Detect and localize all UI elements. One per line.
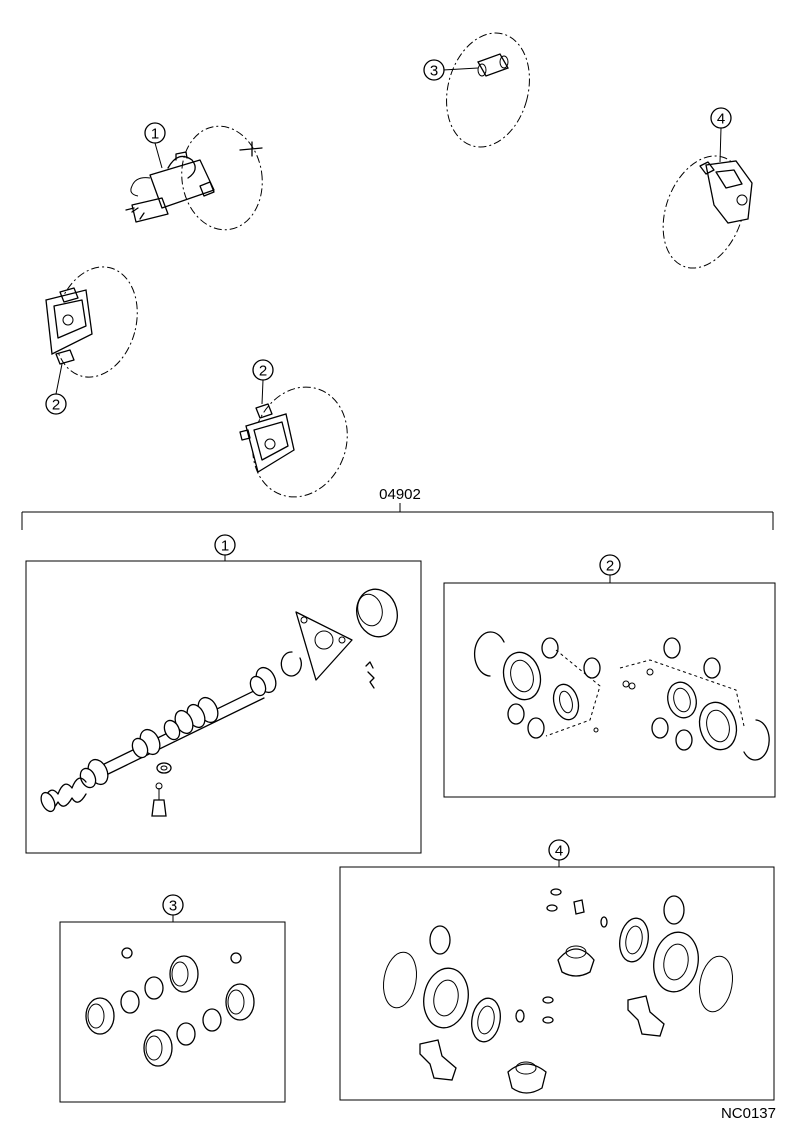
callout-3-kit: 3 [162, 894, 184, 916]
callout-3-top: 3 [423, 59, 445, 81]
svg-text:1: 1 [151, 126, 159, 143]
svg-text:3: 3 [430, 63, 438, 80]
callout-1-top: 1 [144, 122, 166, 144]
kit-2-parts [473, 631, 770, 761]
svg-text:1: 1 [221, 538, 229, 555]
kit-2-box [443, 575, 776, 798]
svg-text:2: 2 [259, 363, 267, 380]
front-caliper-center-assembly [239, 379, 348, 498]
svg-text:4: 4 [717, 111, 725, 128]
kit-1-parts [40, 588, 398, 817]
kit-3-parts [85, 947, 255, 1067]
assembly-code-label: 04902 [379, 486, 421, 503]
kit-4-box [339, 860, 775, 1101]
front-caliper-left-assembly [45, 266, 138, 395]
kit-3-box [59, 915, 286, 1103]
callout-1-kit: 1 [214, 534, 236, 556]
rear-caliper-assembly [662, 127, 753, 269]
kit-1-box [25, 555, 422, 854]
svg-text:4: 4 [555, 843, 563, 860]
svg-text:2: 2 [52, 397, 60, 414]
master-cylinder-assembly [125, 125, 263, 231]
callout-2-kit: 2 [599, 554, 621, 576]
svg-text:2: 2 [606, 558, 614, 575]
drawing-code-label: NC0137 [721, 1105, 776, 1122]
callout-4-top: 4 [710, 107, 732, 129]
kit-4-parts [383, 888, 733, 1094]
svg-text:3: 3 [169, 898, 177, 915]
callout-2-left: 2 [45, 393, 67, 415]
callout-2-center: 2 [252, 359, 274, 381]
assembly-bracket: 04902 [21, 486, 774, 530]
callout-4-kit: 4 [548, 839, 570, 861]
wheel-cylinder-assembly [442, 32, 530, 148]
